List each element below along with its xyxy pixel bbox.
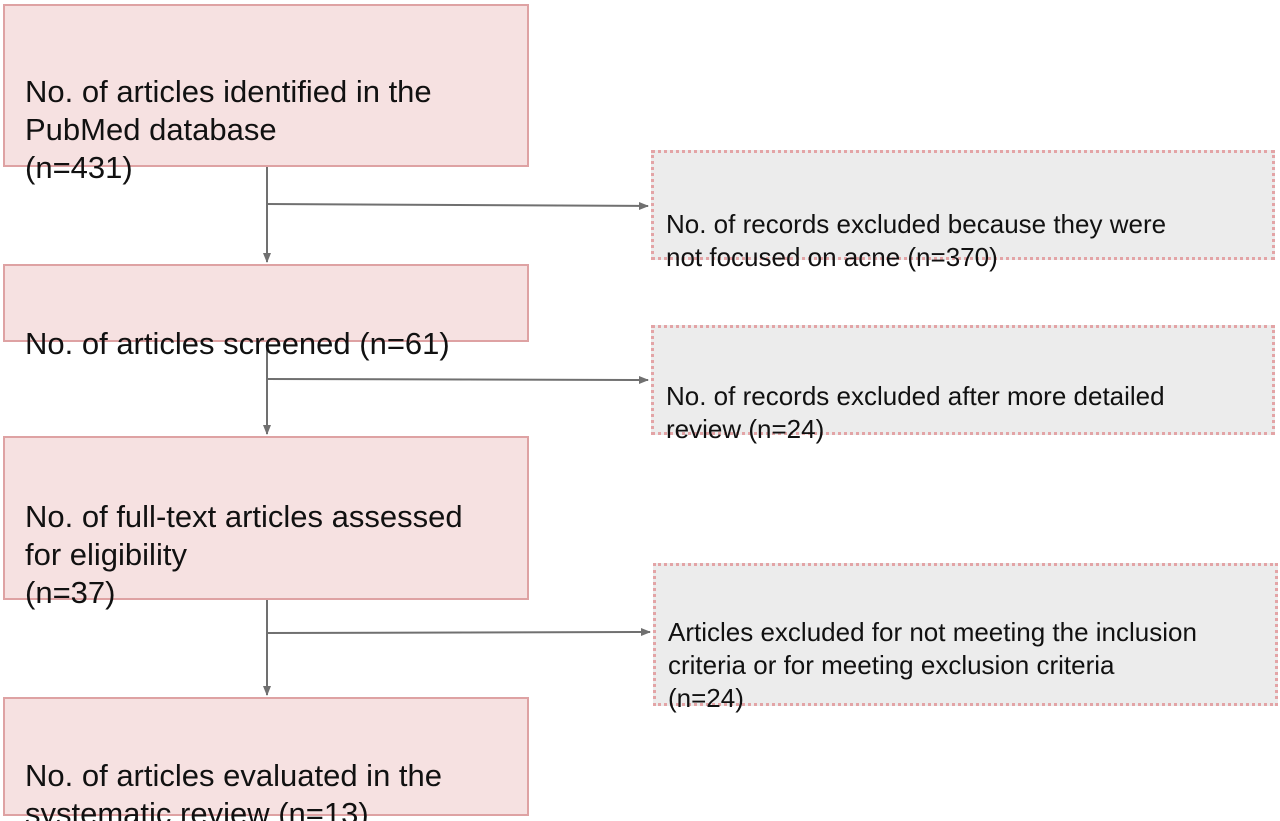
identified-box: No. of articles identified in the PubMed… xyxy=(3,4,529,185)
exclusion-text-not-acne: No. of records excluded because they wer… xyxy=(666,209,1167,272)
eligibility-box: No. of full-text articles assessed for e… xyxy=(3,436,529,610)
exclusion-box-detailed-review: No. of records excluded after more detai… xyxy=(651,325,1275,444)
exclusion-text-detailed-review: No. of records excluded after more detai… xyxy=(666,381,1165,444)
identified-text: No. of articles identified in the PubMed… xyxy=(25,74,432,185)
exclusion-text-criteria: Articles excluded for not meeting the in… xyxy=(668,617,1197,713)
included-text: No. of articles evaluated in the systema… xyxy=(25,758,443,821)
exclusion-arrow-2 xyxy=(266,375,649,384)
exclusion-arrow-3 xyxy=(266,628,651,637)
exclusion-box-not-acne: No. of records excluded because they wer… xyxy=(651,150,1275,272)
screened-box: No. of articles screened (n=61) xyxy=(3,264,529,361)
included-box: No. of articles evaluated in the systema… xyxy=(3,697,529,821)
exclusion-box-criteria: Articles excluded for not meeting the in… xyxy=(653,563,1278,713)
screened-text: No. of articles screened (n=61) xyxy=(25,326,450,361)
eligibility-text: No. of full-text articles assessed for e… xyxy=(25,499,463,610)
exclusion-arrow-1 xyxy=(266,201,649,210)
